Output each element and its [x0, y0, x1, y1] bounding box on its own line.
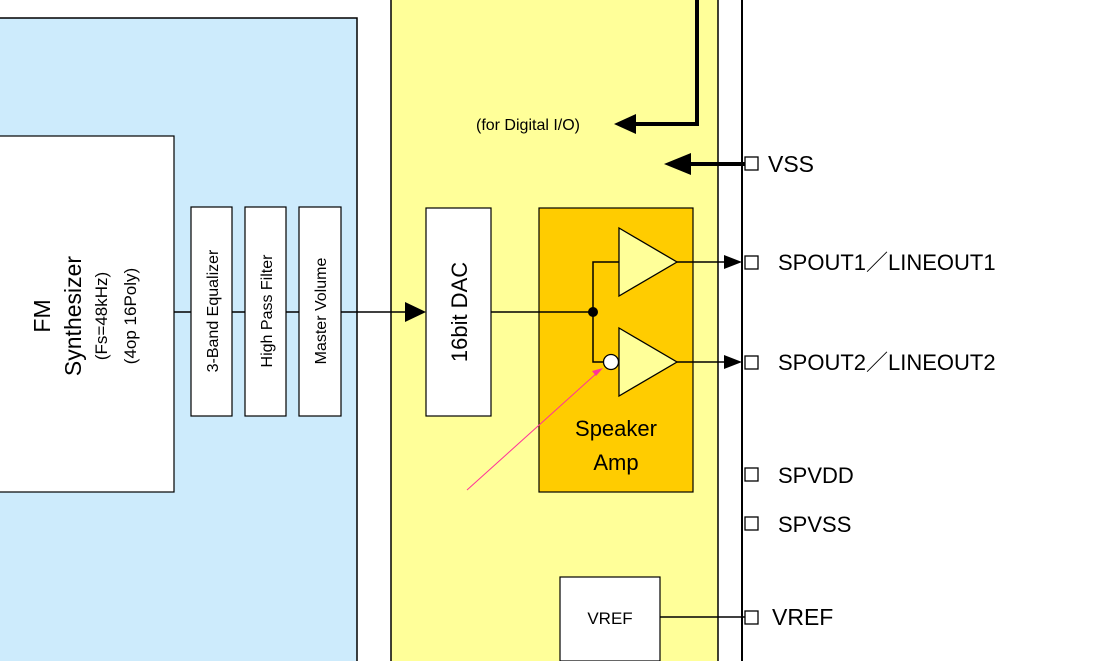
speaker-amp-line2: Amp — [593, 450, 638, 475]
spout1-arrowhead — [724, 255, 742, 269]
pin-label-spout2: SPOUT2／LINEOUT2 — [778, 350, 996, 375]
fm-synthesizer-block — [0, 135, 175, 493]
pin-vref — [744, 610, 759, 625]
amp2-input-wire — [592, 312, 603, 363]
vref-block-label: VREF — [587, 609, 632, 628]
dac-block — [425, 207, 492, 417]
master-volume-label: Master Volume — [313, 258, 330, 365]
pin-label-vref: VREF — [772, 604, 833, 630]
fm-spec-fs: (Fs=48kHz) — [92, 272, 111, 360]
pin-label-spout1: SPOUT1／LINEOUT1 — [778, 250, 996, 275]
speaker-amp-line1: Speaker — [575, 416, 657, 441]
pin-spout1 — [744, 255, 759, 270]
eq-label: 3-Band Equalizer — [205, 249, 222, 372]
speaker-amp-block — [538, 207, 694, 493]
dac-label: 16bit DAC — [447, 262, 472, 362]
hpf-block — [244, 206, 287, 417]
fm-spec-poly: (4op 16Poly) — [121, 268, 140, 364]
digital-io-label: (for Digital I/O) — [476, 117, 580, 134]
pin-label-vss: VSS — [768, 151, 814, 177]
vss-arrowhead — [664, 153, 691, 175]
pin-spvdd — [744, 467, 759, 482]
inverter-bubble — [602, 353, 620, 371]
eq-block — [190, 206, 233, 417]
pin-spout2 — [744, 355, 759, 370]
amp1-triangle — [618, 226, 679, 298]
dac-input-arrowhead — [405, 302, 426, 322]
master-volume-block — [298, 206, 342, 417]
pin-vss — [744, 156, 759, 171]
pin-label-spvdd: SPVDD — [778, 463, 854, 488]
pin-label-spvss: SPVSS — [778, 512, 851, 537]
fm-title: FM — [29, 299, 55, 332]
fm-subtitle: Synthesizer — [60, 256, 86, 377]
spout2-arrowhead — [724, 355, 742, 369]
pin-spvss — [744, 516, 759, 531]
digital-io-wire — [632, 0, 699, 126]
pointer-arrowhead — [592, 368, 603, 376]
digital-io-arrowhead — [614, 114, 636, 134]
pointer-line — [466, 371, 599, 491]
amp1-input-wire — [592, 261, 619, 312]
hpf-label: High Pass Filter — [259, 254, 276, 368]
vref-block — [559, 576, 661, 661]
